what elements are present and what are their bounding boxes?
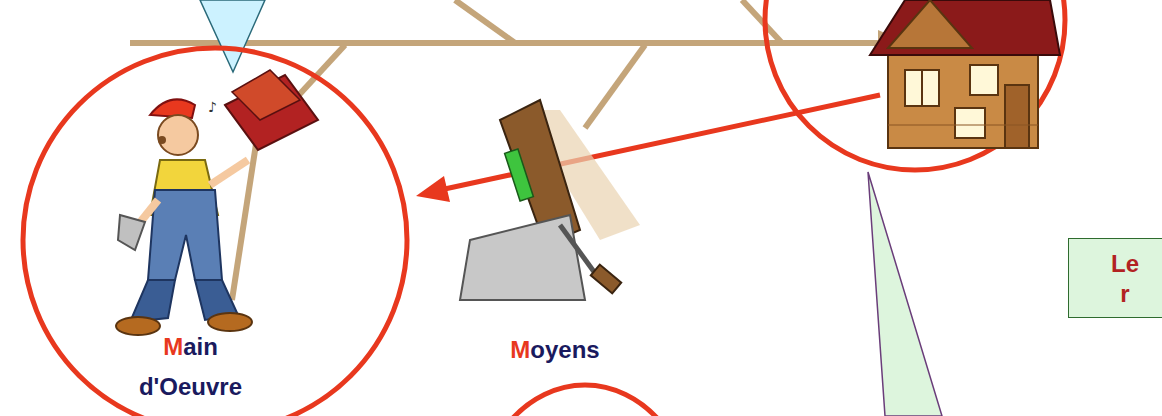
- svg-text:♪: ♪: [208, 99, 217, 115]
- worker-illustration: ♪: [116, 70, 318, 335]
- red-arrow: [440, 95, 880, 190]
- node-text: Main d'Oeuvre: [128, 327, 253, 407]
- cause-circle: [475, 385, 695, 416]
- bone-line: [455, 0, 515, 43]
- callout-pointer: [200, 0, 265, 72]
- note-box: Le r: [1068, 238, 1162, 318]
- tools-illustration: [460, 100, 640, 300]
- red-arrowhead: [416, 176, 450, 202]
- bone-line: [742, 0, 782, 43]
- effect-circle: [765, 0, 1065, 170]
- node-text: Le r: [1105, 249, 1145, 309]
- cause-circle: Main d'Oeuvre: [20, 45, 410, 416]
- bone-line: [585, 45, 645, 128]
- category-label: Moyens: [490, 330, 620, 370]
- house-illustration: [870, 0, 1060, 148]
- circle-outline: [20, 45, 410, 416]
- callout-pointer: [868, 172, 942, 416]
